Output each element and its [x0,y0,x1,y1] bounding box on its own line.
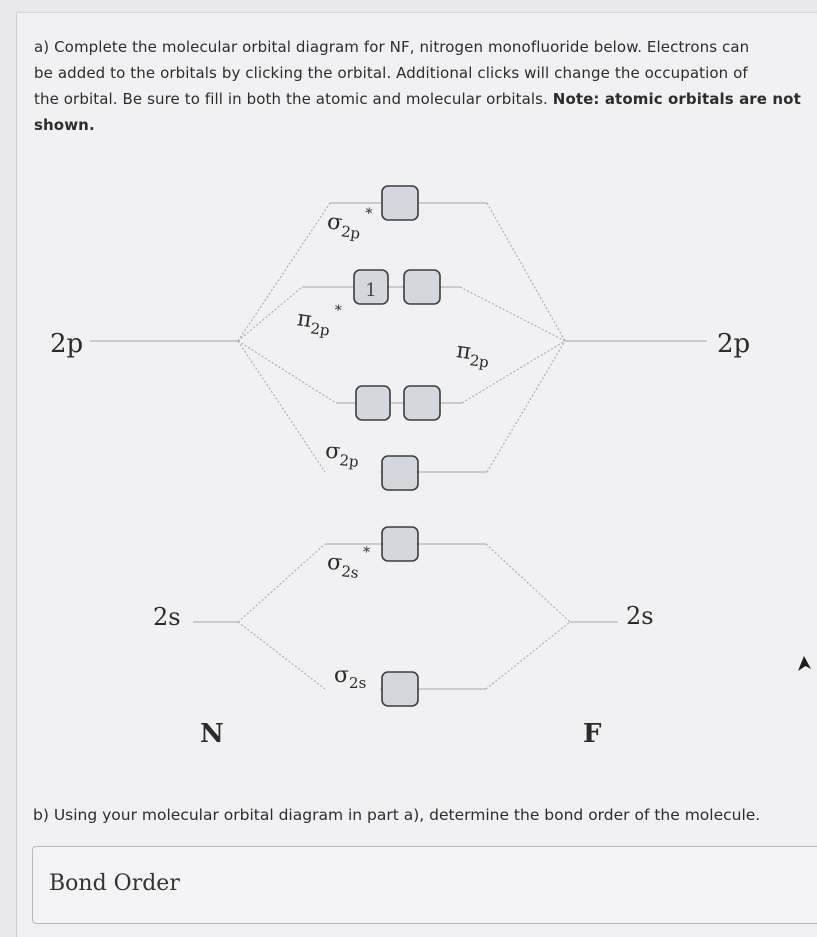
sigma2p-star-label: σ2p* [325,200,373,244]
sigma2p-star-superscript: * [364,205,373,222]
mo-diagram: 1 σ2p* π2p* π2p σ2p σ2s* σ2s 2p 2p 2s 2s… [50,185,750,749]
left-2p-label: 2p [50,329,83,359]
pi2p-star-orbital-box-1[interactable] [353,269,389,305]
question-a-line-3: the orbital. Be sure to fill in both the… [34,86,817,112]
sigma2s-star-superscript: * [362,544,371,561]
right-atom-label: F [583,719,602,749]
corr-right-sigma2s [485,621,571,690]
question-a-line-1: a) Complete the molecular orbital diagra… [34,38,750,56]
pi2p-subscript: 2p [469,351,490,371]
question-b-text: b) Using your molecular orbital diagram … [33,806,761,824]
corr-left-sigma2s-star [237,543,326,623]
pi2p-symbol: π [455,338,473,365]
question-a-text: a) Complete the molecular orbital diagra… [34,34,817,138]
pi2p-orbital-box-1[interactable] [355,385,391,421]
sigma2p-star-orbital-box[interactable] [381,185,419,221]
corr-right-sigma2p-star [486,202,566,342]
right-2p-label: 2p [717,329,750,359]
bond-order-label: Bond Order [49,871,180,896]
corr-right-sigma2p [486,340,566,473]
sigma2s-subscript: 2s [349,674,366,692]
sigma2s-star-orbital-box[interactable] [381,526,419,562]
pi2p-star-orbital-box-2[interactable] [403,269,441,305]
sigma2s-symbol: σ [334,663,349,688]
mouse-cursor-icon [798,656,811,671]
pi2p-label: π2p [454,338,491,371]
corr-right-pi2p [461,340,566,404]
left-atom-label: N [200,719,224,749]
corr-left-sigma2p [237,340,326,473]
corr-left-pi2p [237,340,337,404]
corr-left-sigma2s [237,621,326,690]
sigma2s-label: σ2s [334,663,366,692]
question-a-note: Note: atomic orbitals are not [552,90,801,108]
sigma2p-star-symbol: σ [326,209,344,236]
corr-left-pi2p-star [237,286,303,342]
pi2p-star-subscript: 2p [309,319,330,339]
pi2p-star-label: π2p* [295,297,342,341]
pi2p-orbital-box-2[interactable] [403,385,441,421]
pi2p-star-symbol: π [296,306,314,333]
sigma2p-symbol: σ [324,439,342,465]
sigma2s-star-label: σ2s* [326,541,371,583]
left-2s-label: 2s [153,603,181,631]
bond-order-input[interactable]: Bond Order [32,846,817,924]
corr-right-sigma2s-star [485,543,571,623]
sigma2s-orbital-box[interactable] [381,671,419,707]
question-a-note-end: shown. [34,116,95,134]
sigma2s-star-subscript: 2s [340,562,359,582]
sigma2p-star-subscript: 2p [340,222,361,242]
corr-right-pi2p-star [459,286,566,342]
question-a-line-3-text: the orbital. Be sure to fill in both the… [34,90,553,108]
pi2p-star-superscript: * [333,302,342,319]
sigma2p-subscript: 2p [339,451,360,471]
question-a-line-2: be added to the orbitals by clicking the… [34,64,748,82]
pi2p-star-occupancy-1: 1 [365,280,376,301]
sigma2p-label: σ2p [324,439,361,471]
sigma2p-orbital-box[interactable] [381,455,419,491]
sigma2s-star-symbol: σ [326,550,344,576]
question-a-line-4: shown. [34,112,817,138]
right-2s-label: 2s [626,602,654,630]
